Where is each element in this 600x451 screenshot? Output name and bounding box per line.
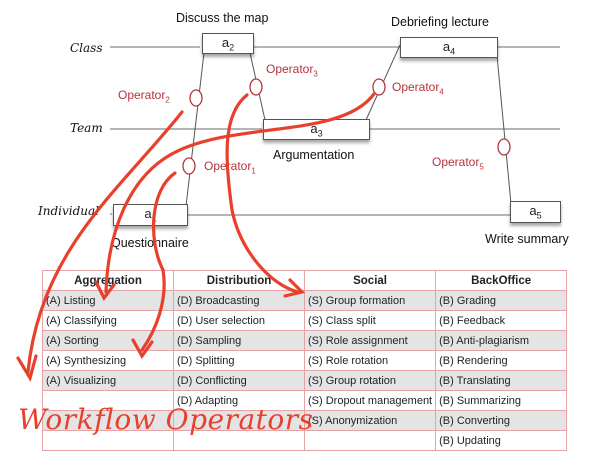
table-cell <box>303 430 437 451</box>
table-cell: (D) Broadcasting <box>173 290 305 311</box>
activity-box-a2[interactable]: a2 <box>202 33 254 54</box>
table-cell: (B) Summarizing <box>435 390 568 411</box>
table-cell: (D) Splitting <box>173 350 305 371</box>
operator-circle-1 <box>182 157 196 175</box>
activity-title-a2: Discuss the map <box>176 11 269 25</box>
table-cell: (S) Group formation <box>303 290 437 311</box>
activity-label: a <box>310 121 318 136</box>
activity-label: a <box>442 39 451 54</box>
operator-label-4: Operator4 <box>392 80 444 97</box>
table-cell: (B) Feedback <box>435 310 568 331</box>
activity-title-a5: Write summary <box>485 232 569 246</box>
table-cell: (B) Grading <box>435 290 568 311</box>
activity-label: a <box>144 206 152 221</box>
table-header-row: Aggregation Distribution Social BackOffi… <box>42 270 568 291</box>
activity-box-a3[interactable]: a3 <box>263 119 370 140</box>
table-cell <box>42 390 174 411</box>
table-cell: (S) Anonymization <box>303 410 437 431</box>
activity-sub: 5 <box>536 210 542 221</box>
activity-box-a1[interactable]: a1 <box>113 204 188 226</box>
header-backoffice: BackOffice <box>435 270 568 291</box>
operators-table: Aggregation Distribution Social BackOffi… <box>42 270 568 451</box>
table-cell: (A) Sorting <box>42 330 174 351</box>
operator-circle-4 <box>372 78 386 96</box>
header-aggregation: Aggregation <box>42 270 174 291</box>
activity-label: a <box>529 203 537 218</box>
table-cell: (B) Updating <box>435 430 568 451</box>
table-cell: (S) Group rotation <box>303 370 437 391</box>
operator-circle-2 <box>189 89 203 107</box>
operator-label-3: Operator3 <box>266 62 318 79</box>
table-row: (A) Listing(D) Broadcasting(S) Group for… <box>42 290 568 311</box>
table-row: (A) Synthesizing(D) Splitting(S) Role ro… <box>42 350 568 371</box>
table-cell: (S) Role assignment <box>303 330 437 351</box>
table-cell: (S) Role rotation <box>303 350 437 371</box>
table-cell: (A) Listing <box>42 290 174 311</box>
transition <box>495 44 512 205</box>
operator-label-5: Operator5 <box>432 155 484 172</box>
table-cell: (A) Classifying <box>42 310 174 331</box>
table-cell: (D) Sampling <box>173 330 305 351</box>
operator-label-2: Operator2 <box>118 88 170 105</box>
activity-box-a5[interactable]: a5 <box>510 201 561 223</box>
operator-label-1: Operator1 <box>204 159 256 176</box>
table-cell: (B) Rendering <box>435 350 568 371</box>
table-row: (A) Visualizing(D) Conflicting(S) Group … <box>42 370 568 391</box>
activity-title-a1: Questionnaire <box>111 236 189 250</box>
workflow-operators-annotation: Workflow Operators <box>18 403 314 436</box>
table-cell <box>173 430 305 451</box>
table-row: (A) Sorting(D) Sampling(S) Role assignme… <box>42 330 568 351</box>
operator-circle-3 <box>249 78 263 96</box>
header-social: Social <box>303 270 437 291</box>
activity-title-a3: Argumentation <box>273 148 355 162</box>
table-cell: (S) Dropout management <box>303 390 437 411</box>
lane-label-team: Team <box>70 121 103 135</box>
table-cell: (S) Class split <box>303 310 437 331</box>
table-row: (B) Updating <box>42 430 568 451</box>
table-cell: (A) Visualizing <box>42 370 174 391</box>
workflow-diagram: Class Team Individual a2 a3 a4 a1 a5 Dis… <box>38 11 569 250</box>
table-cell: (B) Converting <box>435 410 568 431</box>
activity-sub: 2 <box>229 42 235 53</box>
activity-title-a4: Debriefing lecture <box>391 15 489 29</box>
table-row: (A) Classifying(D) User selection(S) Cla… <box>42 310 568 331</box>
table-cell <box>42 430 174 451</box>
lane-label-individual: Individual <box>38 204 100 218</box>
header-distribution: Distribution <box>173 270 305 291</box>
table-cell: (A) Synthesizing <box>42 350 174 371</box>
table-cell: (B) Anti-plagiarism <box>435 330 568 351</box>
table-cell: (B) Translating <box>435 370 568 391</box>
table-cell: (D) User selection <box>173 310 305 331</box>
activity-sub: 3 <box>317 128 323 139</box>
table-row: (D) Adapting(S) Dropout management(B) Su… <box>42 390 568 411</box>
activity-label: a <box>221 35 230 50</box>
operator-circle-5 <box>497 138 511 156</box>
activity-sub: 1 <box>151 213 157 224</box>
table-cell <box>173 410 305 431</box>
lane-label-class: Class <box>70 41 103 55</box>
table-cell: (D) Conflicting <box>173 370 305 391</box>
activity-sub: 4 <box>450 46 456 57</box>
arrow-head <box>16 354 38 383</box>
activity-box-a4[interactable]: a4 <box>400 37 498 58</box>
